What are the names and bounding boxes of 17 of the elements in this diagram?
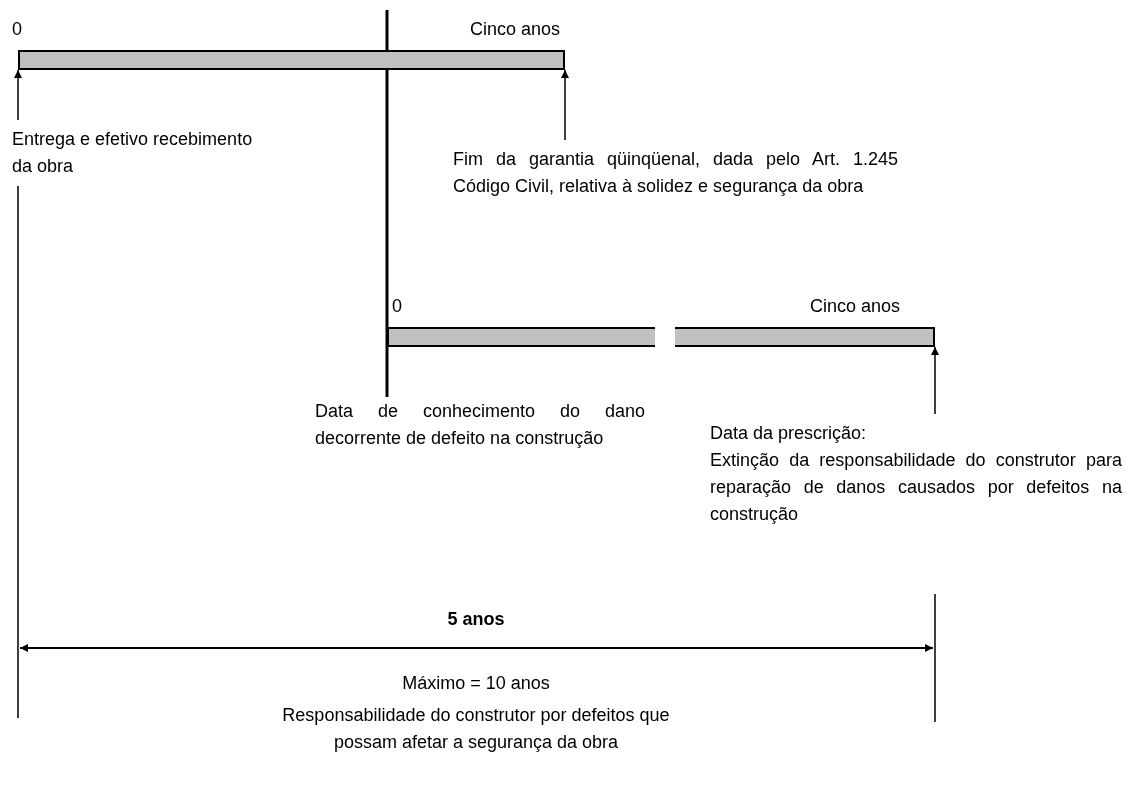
timeline-label: 0 — [392, 295, 403, 318]
timeline-label: Cinco anos — [470, 18, 562, 41]
arrow — [561, 69, 569, 141]
dimension-label: 5 anos — [446, 608, 506, 631]
note-text: Responsabilidade do construtor por defeitos que possam afetar a segurança da obra — [281, 704, 671, 754]
timeline-label: Cinco anos — [810, 295, 902, 318]
annotation-text: Data da prescrição: — [710, 422, 868, 445]
note-text: Máximo = 10 anos — [401, 672, 551, 695]
timeline-bar — [387, 327, 935, 347]
timeline-bar — [18, 50, 565, 70]
arrow — [931, 346, 939, 415]
annotation-text: Fim da garantia qüinqüenal, dada pelo Art. 1.245 Código Civil, relativa à solidez e segurança da obra — [453, 148, 898, 198]
annotation-text: Extinção da responsabilidade do construtor para reparação de danos causados por defeitos na construção — [710, 449, 1122, 526]
timeline-label: 0 — [12, 18, 23, 41]
annotation-text: Data de conhecimento do dano decorrente de defeito na construção — [315, 400, 645, 450]
arrow — [14, 69, 22, 121]
annotation-text: Entrega e efetivo recebimento da obra — [12, 128, 254, 178]
